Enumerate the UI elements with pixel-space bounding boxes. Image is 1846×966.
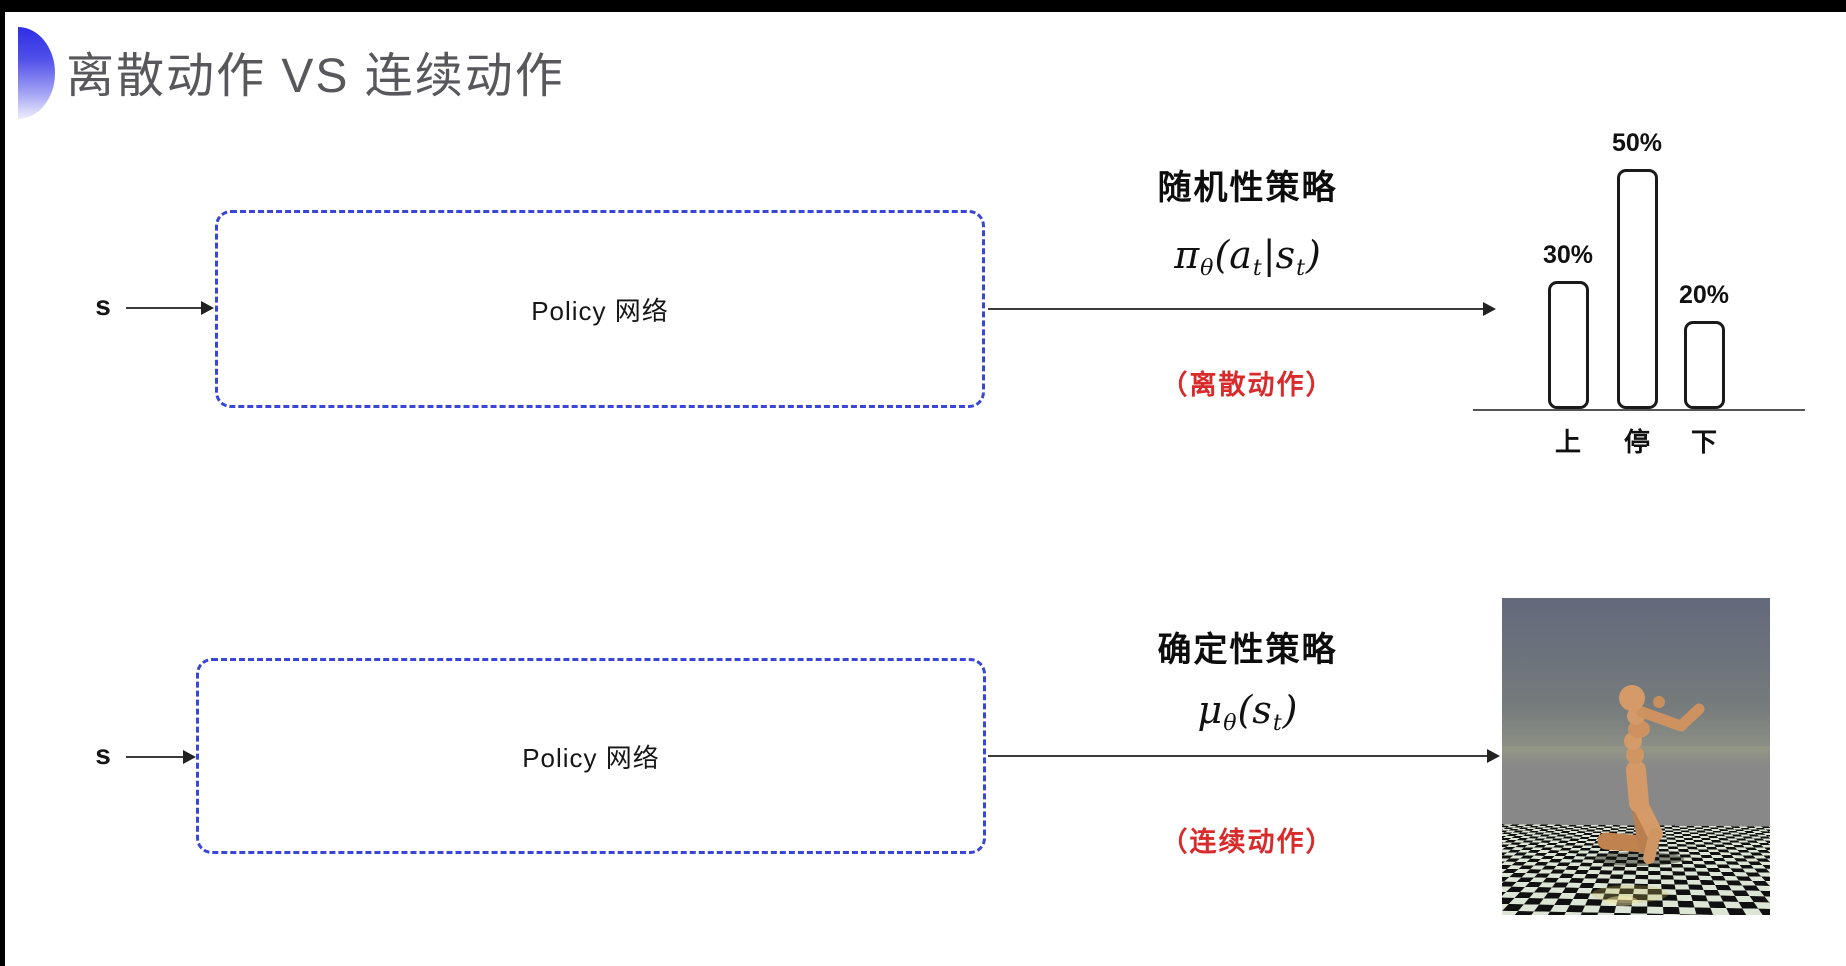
policy-network-box-top: Policy 网络 bbox=[215, 210, 985, 408]
formula-part: | bbox=[1262, 233, 1276, 277]
probability-bar bbox=[1683, 321, 1725, 409]
formula-part: t bbox=[1252, 256, 1262, 282]
output-arrow-head-top bbox=[1483, 302, 1496, 316]
humanoid-scene bbox=[1502, 598, 1770, 915]
top-letterbox bbox=[0, 0, 1846, 12]
stochastic-policy-title: 随机性策略 bbox=[1157, 169, 1338, 207]
left-letterbox bbox=[0, 0, 5, 966]
policy-box-label-top: Policy 网络 bbox=[531, 295, 669, 326]
output-arrow-line-top bbox=[988, 308, 1484, 310]
output-arrow-line-bottom bbox=[988, 755, 1488, 757]
formula-part: π bbox=[1174, 233, 1200, 277]
state-input-label-bottom: s bbox=[95, 739, 111, 770]
deterministic-policy-title: 确定性策略 bbox=[1157, 631, 1338, 669]
formula-part: ( bbox=[1237, 688, 1253, 732]
input-arrow-head-top bbox=[201, 301, 214, 315]
bar-value-label: 30% bbox=[1542, 241, 1594, 269]
formula-part: θ bbox=[1223, 711, 1237, 737]
formula-part: s bbox=[1275, 233, 1296, 277]
continuous-action-note: （连续动作） bbox=[1160, 827, 1335, 857]
bar-value-label: 20% bbox=[1678, 281, 1730, 309]
formula-part: ) bbox=[1305, 233, 1321, 277]
bar-value-label: 50% bbox=[1611, 129, 1663, 157]
stochastic-policy-formula: πθ(at|st) bbox=[1080, 233, 1415, 281]
input-arrow-head-bottom bbox=[183, 750, 196, 764]
bar-category-label: 停 bbox=[1623, 427, 1650, 457]
page-title: 离散动作 VS 连续动作 bbox=[66, 50, 565, 103]
bar-category-label: 上 bbox=[1554, 427, 1581, 457]
output-arrow-head-bottom bbox=[1487, 749, 1500, 763]
deterministic-policy-formula: μθ(st) bbox=[1080, 688, 1415, 736]
humanoid-robot-figure bbox=[1592, 685, 1705, 906]
bar-category-label: 下 bbox=[1690, 427, 1717, 457]
probability-bar bbox=[1547, 281, 1589, 409]
chart-baseline bbox=[1473, 409, 1805, 411]
title-accent-shape bbox=[18, 27, 55, 119]
formula-part: t bbox=[1272, 711, 1282, 737]
input-arrow-line-top bbox=[126, 307, 202, 309]
state-input-label-top: s bbox=[95, 290, 111, 321]
formula-part: s bbox=[1252, 688, 1272, 732]
formula-part: ) bbox=[1282, 688, 1298, 732]
probability-bar bbox=[1616, 169, 1658, 409]
discrete-action-note: （离散动作） bbox=[1160, 370, 1335, 400]
formula-part: t bbox=[1296, 256, 1305, 282]
input-arrow-line-bottom bbox=[126, 756, 184, 758]
policy-box-label-bottom: Policy 网络 bbox=[522, 742, 660, 773]
formula-part: μ bbox=[1197, 688, 1223, 732]
formula-part: a bbox=[1229, 233, 1252, 277]
action-probability-chart: 30% 上 50% 停 20% 下 bbox=[1473, 100, 1823, 472]
policy-network-box-bottom: Policy 网络 bbox=[196, 658, 986, 854]
formula-part: ( bbox=[1214, 233, 1230, 277]
formula-part: θ bbox=[1200, 256, 1214, 282]
